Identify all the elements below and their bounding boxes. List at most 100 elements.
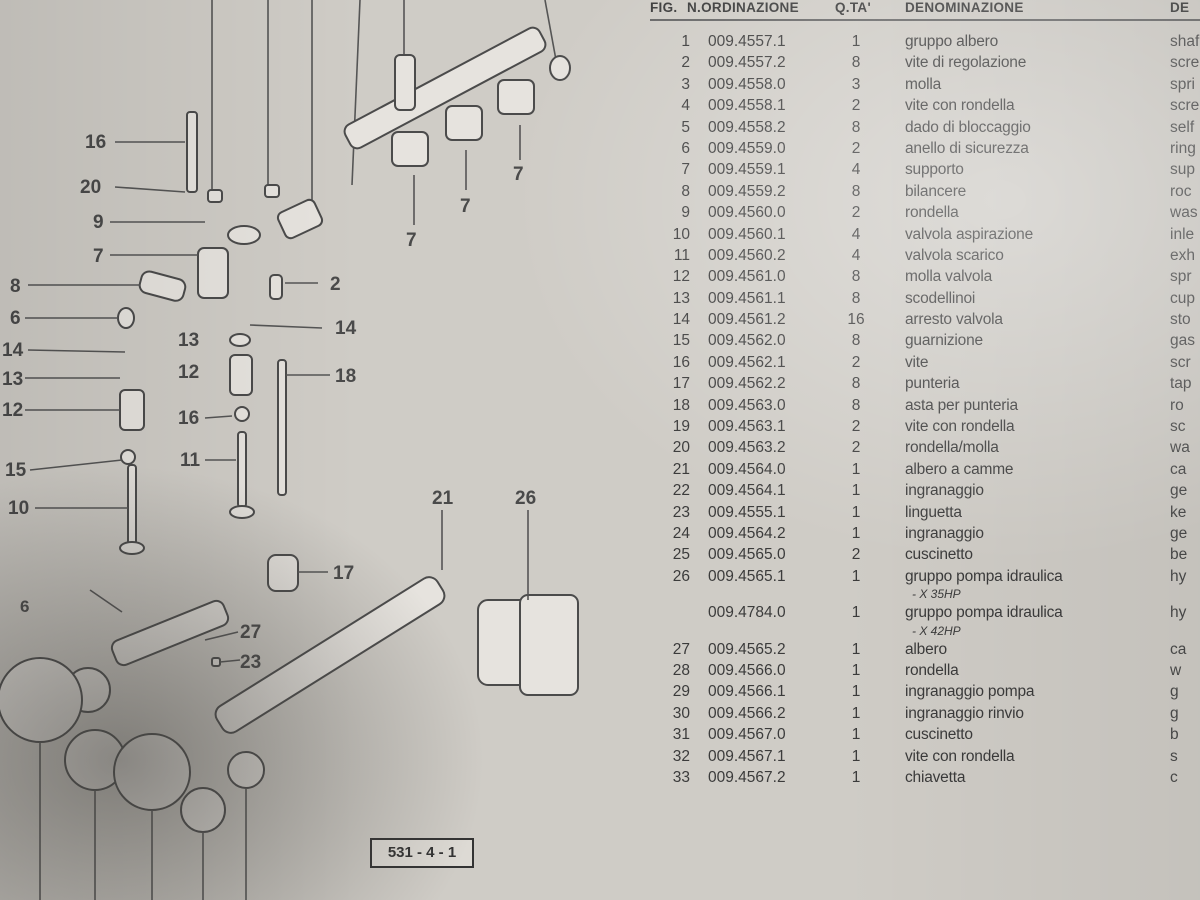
row-fig: 16: [672, 353, 690, 371]
row-fig: 21: [672, 460, 690, 478]
row-fig: 22: [672, 482, 690, 500]
row-description: sto: [1170, 311, 1191, 329]
callout-17: 17: [333, 563, 354, 584]
row-order-number: 009.4559.2: [708, 182, 786, 200]
row-description: g: [1170, 704, 1179, 722]
row-fig: 26: [672, 567, 690, 585]
row-order-number: 009.4566.1: [708, 683, 786, 701]
row-fig: 15: [672, 332, 690, 350]
row-quantity: 2: [851, 418, 861, 436]
rocker-shaft-assembly: [343, 26, 571, 225]
row-quantity: 2: [851, 97, 861, 115]
row-quantity: 1: [851, 33, 861, 50]
callout-18: 18: [335, 366, 356, 387]
row-fig: 3: [681, 75, 690, 93]
callout-20: 20: [80, 177, 101, 198]
row-quantity: 8: [851, 54, 861, 72]
row-order-number: 009.4563.2: [708, 439, 786, 457]
row-note: - X 42HP: [912, 623, 961, 638]
row-denomination: chiavetta: [905, 768, 966, 786]
row-note: - X 35HP: [912, 587, 961, 602]
row-description: exh: [1170, 246, 1195, 264]
row-description: spri: [1170, 75, 1195, 93]
row-denomination: gruppo albero: [905, 33, 999, 50]
callout-13-a: 13: [2, 369, 23, 390]
header-ordinazione: N.ORDINAZIONE: [687, 0, 799, 15]
row-description: gas: [1170, 332, 1195, 350]
row-quantity: 8: [851, 289, 861, 307]
row-quantity: 1: [851, 503, 861, 521]
row-denomination: scodellinoi: [905, 289, 976, 307]
row-quantity: 2: [851, 139, 861, 157]
row-fig: 2: [681, 54, 690, 72]
row-order-number: 009.4557.2: [708, 54, 786, 72]
row-quantity: 1: [851, 604, 861, 622]
row-quantity: 4: [851, 225, 861, 243]
row-denomination: ingranaggio pompa: [905, 683, 1035, 701]
row-quantity: 2: [851, 353, 861, 371]
row-denomination: albero: [905, 640, 947, 658]
row-order-number: 009.4563.0: [708, 396, 786, 414]
header-divider: [650, 19, 1200, 21]
row-denomination: valvola scarico: [905, 246, 1004, 264]
row-order-number: 009.4565.1: [708, 567, 786, 585]
callout-15: 15: [5, 460, 27, 481]
row-description: cup: [1170, 289, 1195, 307]
callout-7-a: 7: [93, 246, 104, 267]
row-order-number: 009.4558.1: [708, 97, 786, 115]
row-quantity: 2: [851, 204, 861, 222]
callout-7-c: 7: [460, 196, 471, 217]
table-row-note: - X 42HP: [650, 624, 1200, 639]
row-quantity: 1: [851, 704, 861, 722]
row-order-number: 009.4567.1: [708, 747, 786, 765]
row-description: ke: [1170, 503, 1187, 521]
header-qta: Q.TA': [835, 0, 871, 15]
row-description: b: [1170, 726, 1179, 744]
callout-8: 8: [10, 276, 21, 297]
callout-6-a: 6: [10, 308, 21, 329]
row-fig: 19: [672, 418, 690, 436]
row-quantity: 8: [851, 118, 861, 136]
callout-23: 23: [240, 652, 261, 673]
row-order-number: 009.4564.0: [708, 460, 786, 478]
row-order-number: 009.4563.1: [708, 418, 786, 436]
row-quantity: 1: [851, 747, 861, 765]
callout-7-d: 7: [513, 164, 524, 185]
row-denomination: gruppo pompa idraulica: [905, 604, 1063, 622]
row-fig: 30: [672, 704, 690, 722]
callout-12-a: 12: [2, 400, 23, 421]
row-quantity: 8: [851, 396, 861, 414]
row-order-number: 009.4559.1: [708, 161, 786, 179]
row-denomination: vite con rondella: [905, 747, 1015, 765]
row-denomination: dado di bloccaggio: [905, 118, 1031, 136]
row-order-number: 009.4561.2: [708, 311, 786, 329]
callout-14-b: 14: [335, 318, 357, 339]
row-denomination: punteria: [905, 375, 960, 393]
row-fig: 12: [672, 268, 690, 286]
row-order-number: 009.4560.0: [708, 204, 786, 222]
row-quantity: 1: [851, 482, 861, 500]
row-fig: 28: [672, 661, 690, 679]
callout-21: 21: [432, 488, 454, 509]
row-fig: 33: [672, 768, 690, 786]
row-denomination: bilancere: [905, 182, 967, 200]
row-order-number: 009.4567.2: [708, 768, 786, 786]
row-order-number: 009.4565.0: [708, 546, 786, 564]
row-order-number: 009.4784.0: [708, 604, 786, 622]
exploded-parts-diagram: 16 20 9 7 8 6 14 13 12 15 10 7 7 7 2 14 …: [0, 0, 579, 900]
